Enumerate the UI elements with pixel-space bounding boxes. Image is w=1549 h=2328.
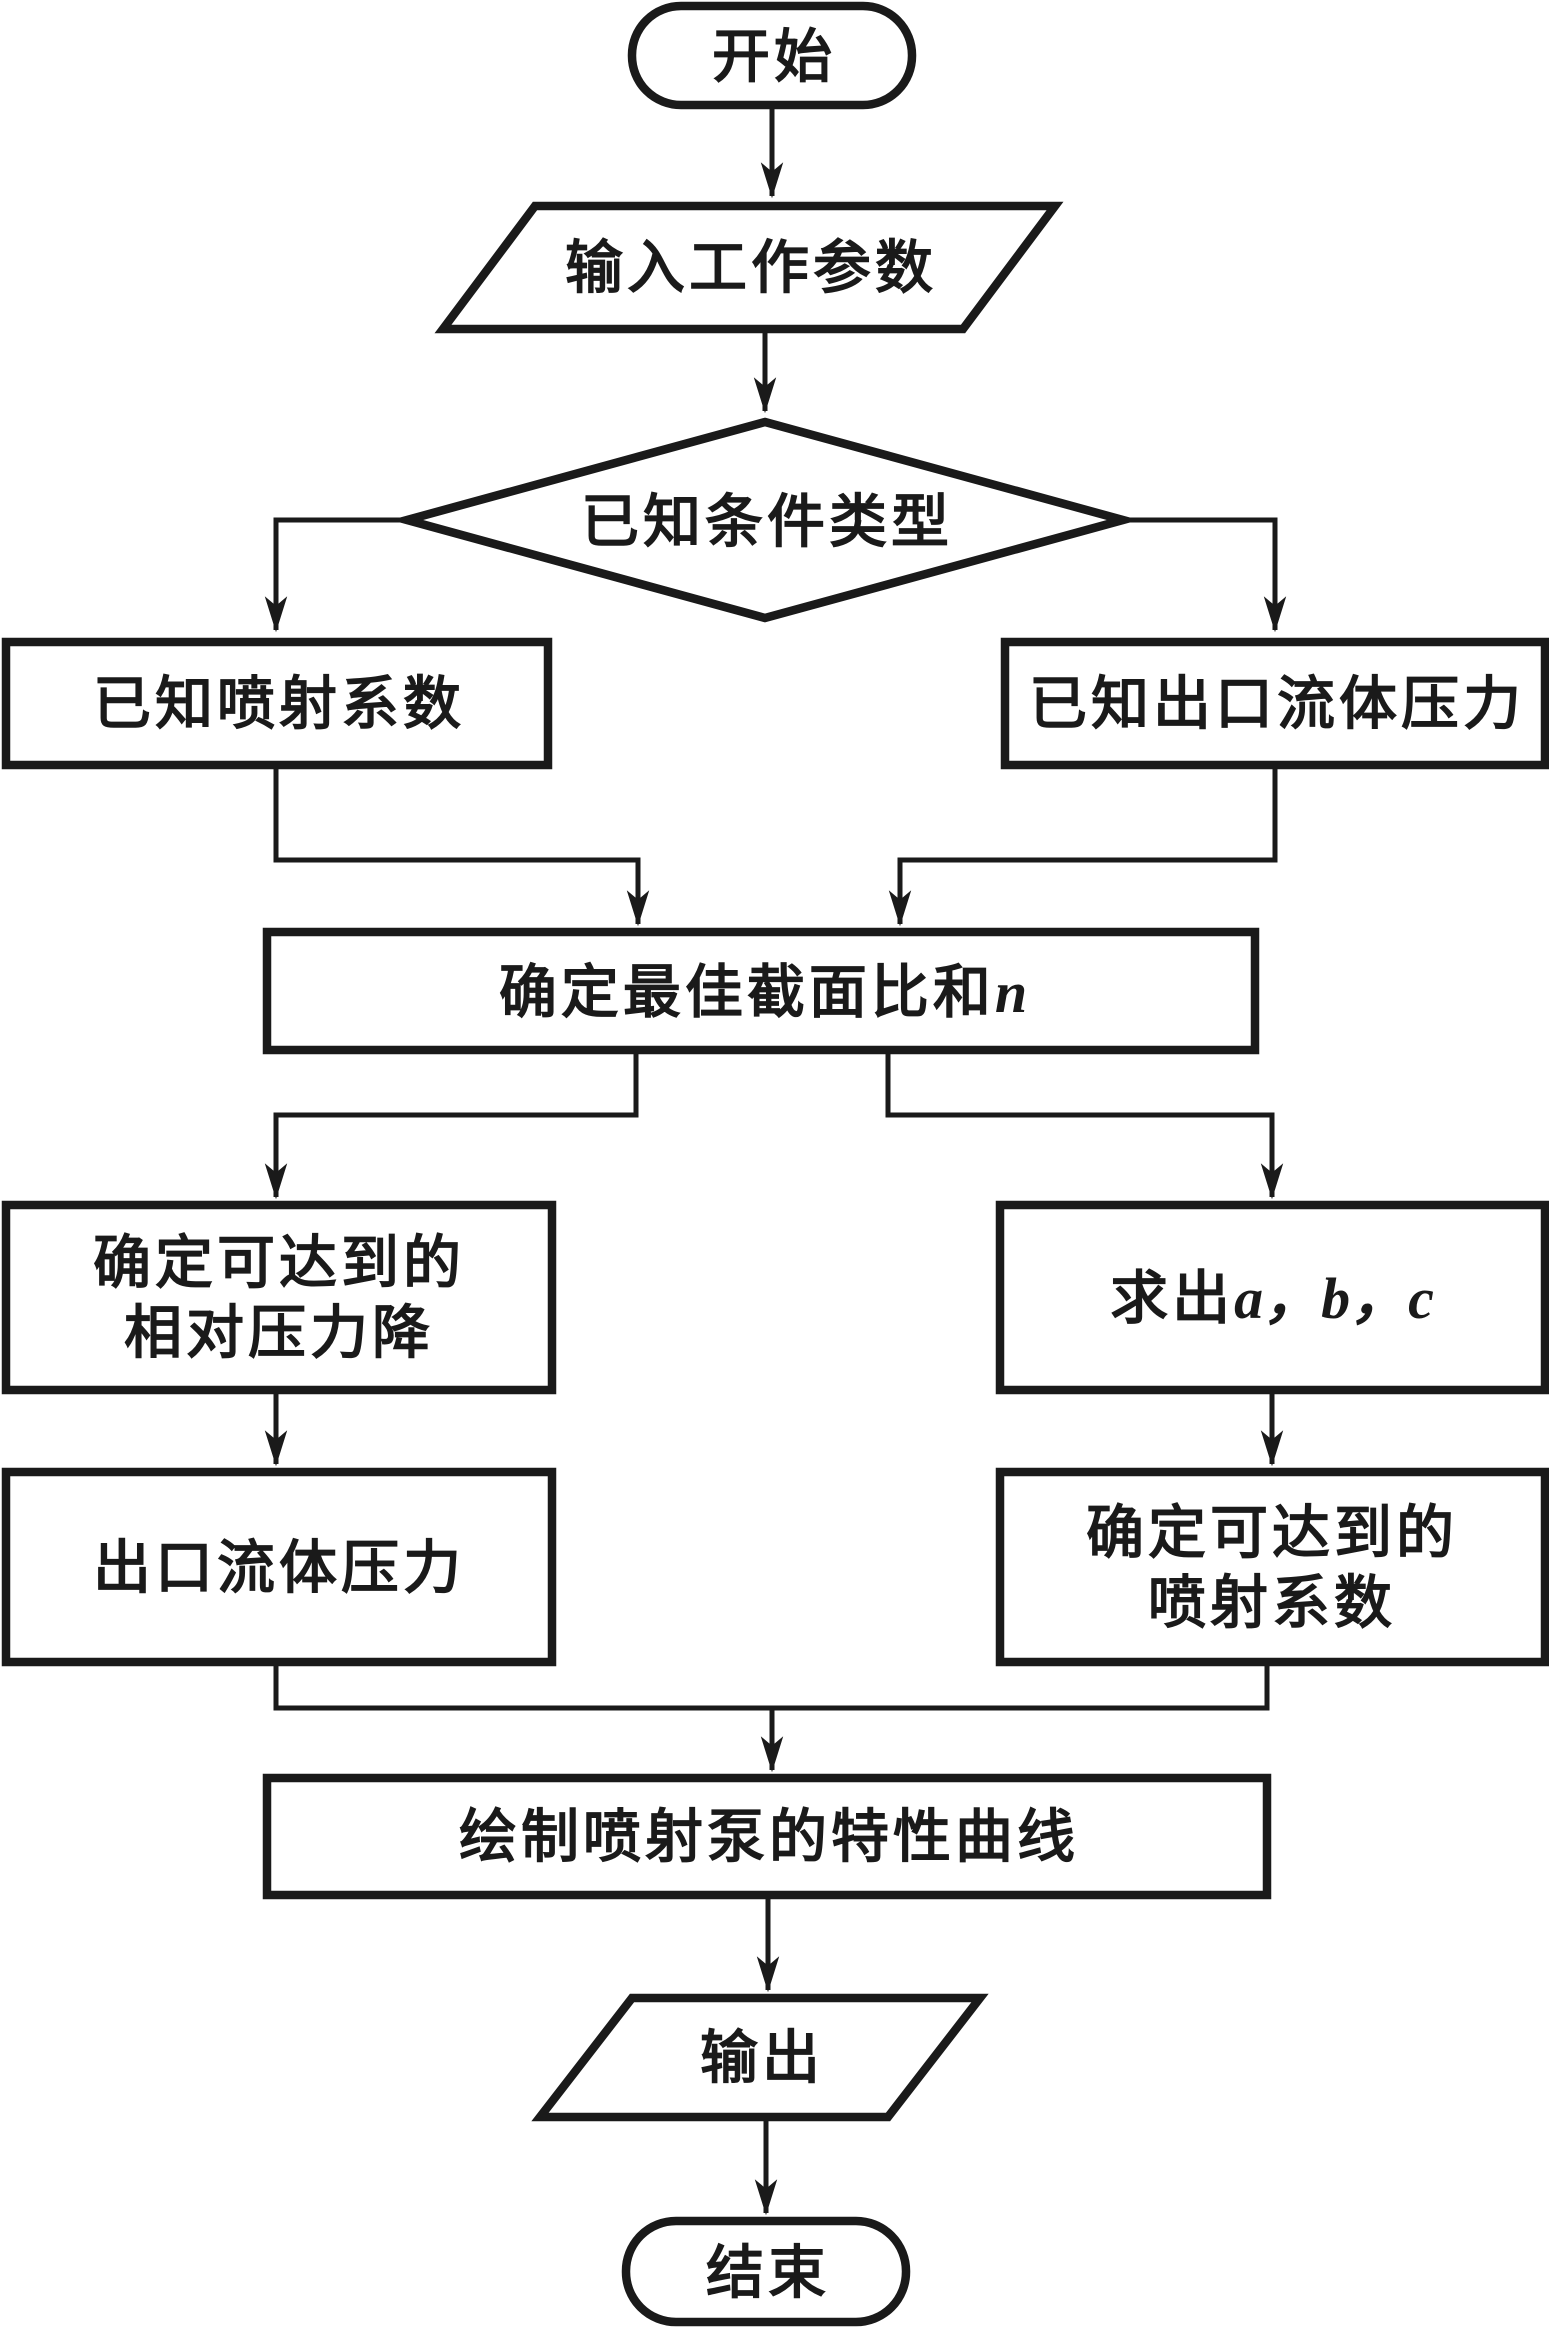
node-draw-curve: 绘制喷射泵的特性曲线 [262,1773,1272,1900]
start-stadium-shape [627,1,917,110]
start-label: 开始 [712,25,836,90]
end-label: 结束 [706,2241,830,2306]
ratio-label-var: n [995,960,1027,1025]
decision-label: 已知条件类型 [581,490,953,555]
ratio-rect-shape [262,927,1260,1055]
known-injection-label: 已知喷射系数 [93,672,465,737]
node-solve-abc: 求出a，b，c [995,1200,1549,1395]
node-output: 输出 [531,1993,989,2122]
edge-decision-to-known-injection [264,517,407,633]
output-label: 输出 [700,2026,824,2091]
known-outlet-label: 已知出口流体压力 [1029,672,1525,737]
edge-ratio-to-pressure-drop [264,1050,639,1200]
node-input: 输入工作参数 [434,201,1064,334]
node-decision: 已知条件类型 [390,417,1140,623]
achievable-coeff-line1: 确定可达到的 [1086,1501,1458,1566]
solve-abc-prefix: 求出 [1110,1266,1234,1331]
node-achievable-injection-coeff: 确定可达到的 喷射系数 [995,1467,1549,1667]
decision-diamond-shape [390,417,1140,623]
edge-ratio-to-solve-abc [885,1050,1284,1200]
pressure-drop-line2: 相对压力降 [124,1301,434,1366]
end-stadium-shape [621,2216,911,2327]
achievable-coeff-line2: 喷射系数 [1148,1571,1396,1636]
ratio-label: 确定最佳截面比和n [499,960,1027,1025]
edge-decision-to-known-outlet [1123,517,1287,633]
outlet-pressure-rect-shape [1,1467,557,1667]
edge-merge-line [273,1662,1270,1711]
node-relative-pressure-drop: 确定可达到的 相对压力降 [1,1200,557,1395]
output-parallelogram-shape [531,1993,989,2122]
solve-abc-rect-shape [995,1200,1549,1395]
input-parallelogram-shape [434,201,1064,334]
flow-edges [264,105,1287,2216]
input-label: 输入工作参数 [565,236,937,301]
edge-known-outlet-to-ratio [888,765,1278,927]
known-injection-rect-shape [1,637,553,770]
known-outlet-rect-shape [1000,637,1549,770]
solve-abc-vars: a，b，c [1234,1266,1434,1331]
node-known-injection-coeff: 已知喷射系数 [1,637,553,770]
node-known-outlet-pressure: 已知出口流体压力 [1000,637,1549,770]
node-start: 开始 [627,1,917,110]
pressure-drop-rect-shape [1,1200,557,1395]
node-outlet-pressure: 出口流体压力 [1,1467,557,1667]
outlet-pressure-label: 出口流体压力 [93,1536,465,1601]
edge-known-injection-to-ratio [273,765,650,927]
ratio-label-prefix: 确定最佳截面比和 [499,960,995,1025]
draw-curve-rect-shape [262,1773,1272,1900]
node-optimal-section-ratio: 确定最佳截面比和n [262,927,1260,1055]
pressure-drop-line1: 确定可达到的 [93,1231,465,1296]
node-end: 结束 [621,2216,911,2327]
draw-curve-label: 绘制喷射泵的特性曲线 [459,1805,1079,1870]
solve-abc-label: 求出a，b，c [1110,1266,1434,1331]
achievable-coeff-rect-shape [995,1467,1549,1667]
